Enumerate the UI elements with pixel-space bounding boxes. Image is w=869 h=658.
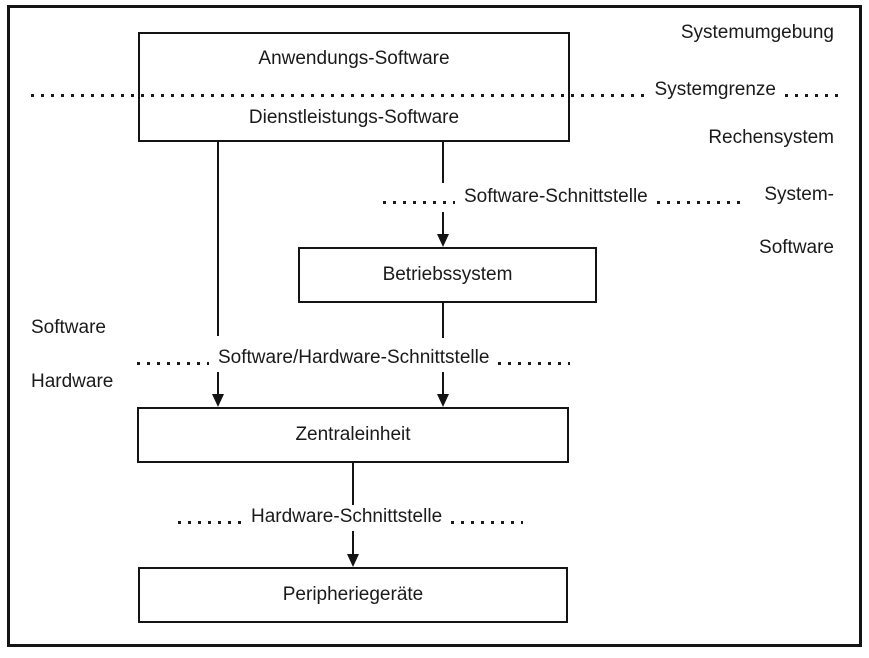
connector-app-to-os-line [442,142,444,183]
software-hardware-interface-line: Software/Hardware-Schnittstelle [137,346,570,370]
connector-peripherals-arrow-line [352,531,354,555]
application-software-label: Anwendungs-Software [258,48,450,69]
dotted-line [383,200,455,204]
dotted-line [178,520,242,524]
operating-system-label: Betriebssystem [382,264,513,285]
diagram-frame [7,5,862,647]
arrowhead-down-icon [347,554,359,567]
system-boundary-label: Systemgrenze [654,79,776,100]
software-hardware-interface-label: Software/Hardware-Schnittstelle [218,347,490,368]
arrowhead-down-icon [437,394,449,407]
software-side-label: Software [31,317,106,338]
central-unit-label: Zentraleinheit [295,424,411,445]
operating-system-box: Betriebssystem [298,247,597,303]
arrowhead-down-icon [437,234,449,247]
software-interface-label: Software-Schnittstelle [464,186,648,207]
connector-app-to-cpu-line [217,142,219,336]
system-boundary-line: Systemgrenze [31,78,845,102]
dotted-line [31,93,646,97]
service-software-label: Dienstleistungs-Software [248,107,460,128]
hardware-interface-label: Hardware-Schnittstelle [251,506,443,527]
central-unit-box: Zentraleinheit [137,407,569,463]
connector-os-to-cpu-line [442,303,444,338]
application-software-box: Anwendungs-Software Dienstleistungs-Soft… [138,32,570,142]
dotted-line [656,200,740,204]
dotted-line [785,93,845,97]
dotted-line [137,361,209,365]
peripherals-label: Peripheriegeräte [282,584,424,605]
hardware-side-label: Hardware [31,371,114,392]
system-environment-label: Systemumgebung [680,22,834,43]
system-software-label-line1: System- [764,184,834,205]
hardware-interface-line: Hardware-Schnittstelle [178,505,523,529]
software-interface-line: Software-Schnittstelle [383,185,740,209]
connector-os-arrow-line [442,212,444,235]
connector-cpu-left-arrow-line [217,372,219,395]
arrowhead-down-icon [212,394,224,407]
peripherals-box: Peripheriegeräte [138,567,568,623]
system-software-label-line2: Software [759,237,834,258]
computing-system-label: Rechensystem [708,127,834,148]
connector-cpu-to-peripherals-line [352,463,354,505]
connector-cpu-right-arrow-line [442,372,444,395]
dotted-line [498,361,570,365]
dotted-line [451,520,523,524]
